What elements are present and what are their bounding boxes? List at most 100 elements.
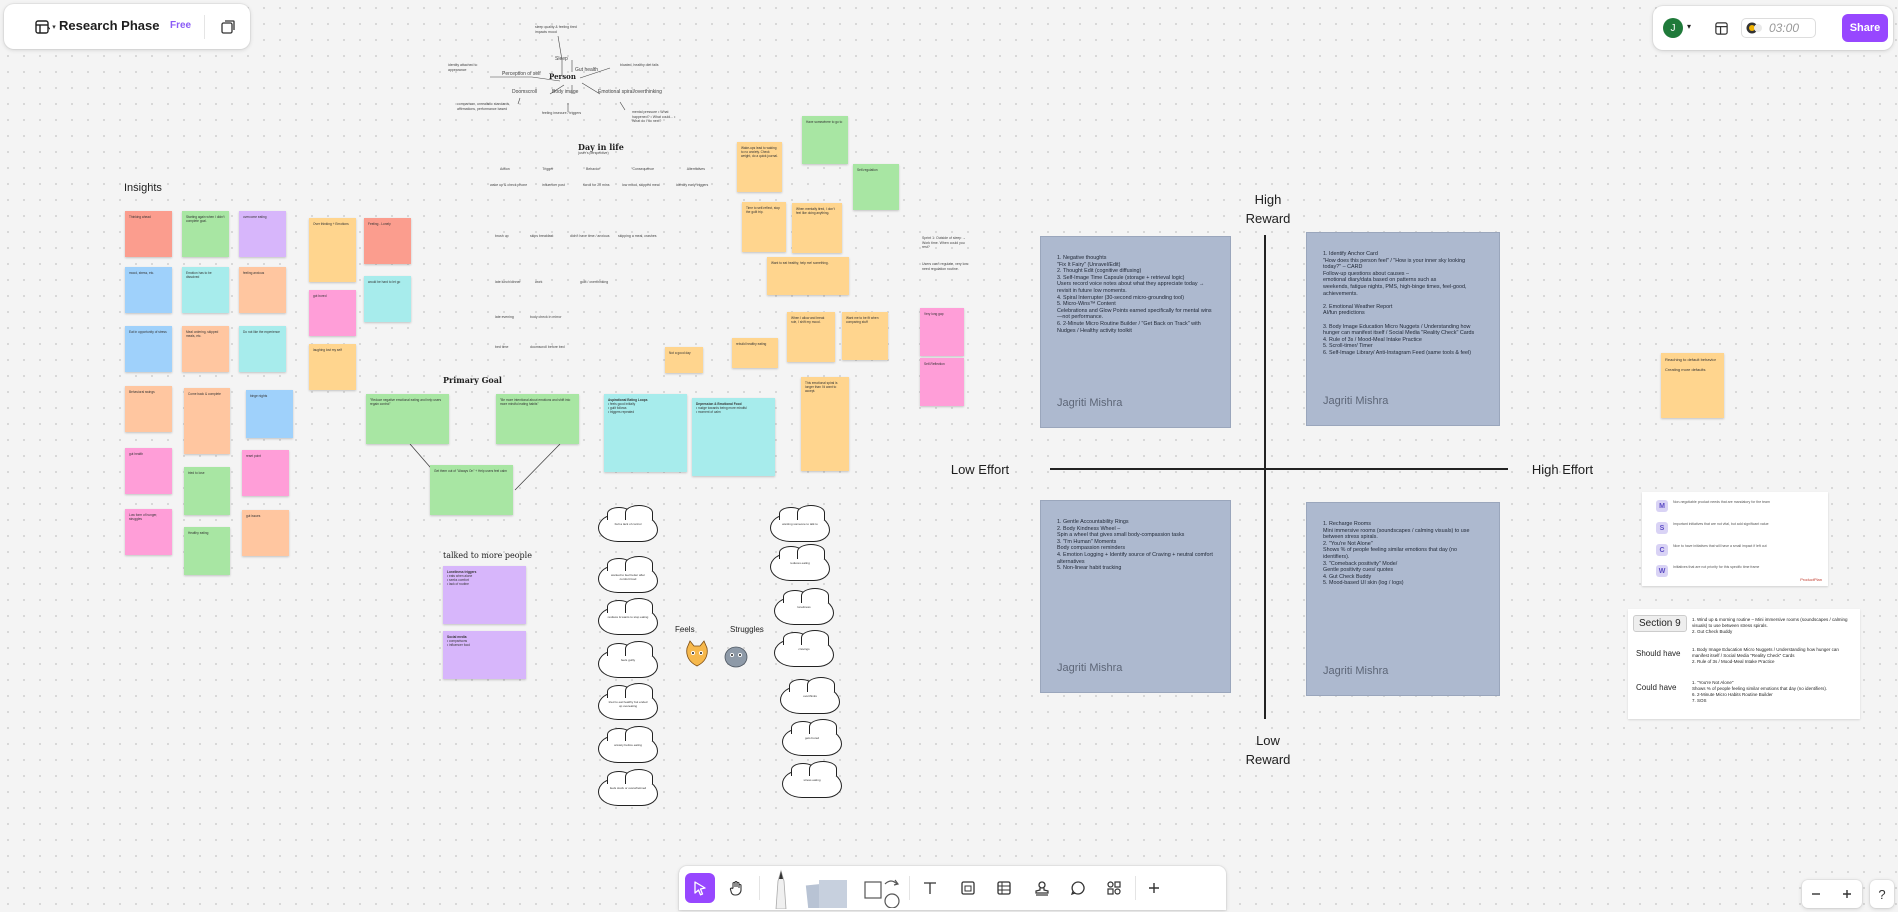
sticky-note[interactable]: Wake-ups lead to waking to no anxiety. C… — [737, 142, 782, 192]
sticky-note[interactable]: tried to lose — [184, 467, 230, 515]
board-title[interactable]: Research Phase — [59, 18, 160, 33]
sticky-note[interactable]: Eat in opportunity of stress — [125, 326, 172, 372]
sticky-note[interactable]: Low form of hunger, struggles — [125, 509, 172, 555]
feeling-cloud[interactable]: anxiety before eating — [598, 726, 658, 763]
sticky-note[interactable]: Emotion has to be dissolved — [182, 267, 229, 313]
struggle-cloud[interactable]: gets bored — [782, 719, 842, 756]
feeling-cloud[interactable]: restless & wants to stop eating — [598, 598, 658, 635]
zoom-in-button[interactable] — [1836, 883, 1858, 905]
sticky-text: Reaching to default behavior Creating mo… — [1665, 357, 1716, 372]
help-button[interactable]: ? — [1870, 880, 1894, 908]
table-tool[interactable] — [991, 875, 1017, 901]
sticky-note[interactable]: Thinking ahead — [125, 211, 172, 257]
share-button[interactable]: Share — [1842, 14, 1888, 42]
struggle-cloud[interactable]: stress eating — [782, 761, 842, 798]
moscow-text: Non-negotiable product needs that are ma… — [1673, 500, 1770, 504]
plus-icon — [1149, 883, 1159, 893]
could-label: Could have — [1636, 683, 1677, 692]
sticky-note[interactable]: Starting again when I didn’t complete go… — [182, 211, 229, 257]
could-items: 1. "You're Not Alone" Shows % of people … — [1692, 680, 1828, 703]
toolbar-divider — [909, 876, 910, 900]
sticky-note[interactable]: gut issues — [242, 510, 289, 556]
sticky-note[interactable]: Social media• comparisons• influencer fo… — [443, 631, 526, 679]
present-button[interactable] — [1711, 18, 1731, 38]
sticky-note[interactable]: Get them out of "Always On" + Help users… — [430, 465, 513, 515]
sticky-note[interactable]: Time to self-reflect, stop the guilt tri… — [742, 202, 786, 252]
feeling-cloud[interactable]: feels stuck or overwhelmed — [598, 769, 658, 806]
zoom-out-button[interactable] — [1805, 883, 1827, 905]
frame-tool[interactable] — [955, 875, 981, 901]
shape-tool[interactable] — [861, 874, 903, 908]
apps-tool[interactable] — [1101, 875, 1127, 901]
sticky-note[interactable]: Want me to be fit when comparing stuff — [842, 312, 888, 360]
quadrant-low-effort-low-reward[interactable]: 1. Gentle Accountability Rings 2. Body K… — [1040, 500, 1231, 693]
avatar[interactable]: J — [1663, 18, 1683, 38]
struggle-cloud[interactable]: cravings — [774, 630, 834, 667]
sticky-note[interactable]: Do not like the experience — [239, 326, 286, 372]
main-menu-button[interactable]: ▾ — [34, 16, 56, 38]
sticky-note[interactable]: mood, stress, etc. — [125, 267, 172, 313]
mindmap-doom-note: comparison, unrealistic standards, affir… — [457, 102, 511, 111]
research-card[interactable]: Aspirational Eating Loops• feels good in… — [604, 394, 687, 472]
quadrant-high-effort-low-reward[interactable]: 1. Recharge Rooms Mini immersive rooms (… — [1306, 502, 1500, 696]
struggle-cloud[interactable]: reduces eating — [770, 544, 830, 581]
struggle-cloud[interactable]: wanting someone to talk to — [770, 505, 830, 542]
section-9-frame[interactable]: Section 9 1. Wind up & morning routine –… — [1628, 609, 1860, 719]
sticky-note[interactable]: Feeling - Lonely — [364, 218, 411, 264]
sticky-note[interactable]: This emotional spiral is longer than I'd… — [801, 377, 849, 471]
sticky-note[interactable]: reset point — [242, 450, 289, 496]
text-tool[interactable] — [917, 875, 943, 901]
hand-tool[interactable] — [721, 873, 751, 903]
sticky-note[interactable]: Over thinking + Emotions — [309, 218, 356, 282]
quadrant-low-effort-high-reward[interactable]: 1. Negative thoughts "Fix It Fairy" (Unr… — [1040, 236, 1231, 428]
sticky-note[interactable]: gut health — [125, 448, 172, 494]
sticky-note[interactable]: Behavioral swings — [125, 386, 172, 432]
pages-button[interactable] — [218, 17, 238, 37]
quadrant-high-effort-high-reward[interactable]: 1. Identify Anchor Card "How does this p… — [1306, 232, 1500, 426]
select-tool[interactable] — [685, 873, 715, 903]
sticky-note[interactable]: "Be more intentional about emotions and … — [496, 394, 579, 444]
feeling-cloud[interactable]: tried to eat healthy but ended up overea… — [598, 683, 658, 720]
sticky-note[interactable]: binge nights — [246, 390, 293, 438]
sticky-note[interactable]: When I allow and break rule, I shift my … — [787, 312, 835, 362]
sticky-note[interactable]: When mentally tired, I don’t feel like d… — [792, 203, 842, 253]
sticky-note[interactable]: Meal ordering, skipped meals, etc. — [182, 326, 229, 372]
sticky-note[interactable]: laughing lost my self — [309, 344, 356, 390]
pen-tool[interactable] — [771, 868, 791, 910]
sticky-note[interactable]: Very long gap — [920, 308, 964, 356]
sticky-note[interactable]: Self-regulation — [853, 164, 899, 210]
mindmap-gut-note: bloated, healthy diet fails — [620, 63, 659, 67]
feeling-cloud[interactable]: wanted to feel better after comfort food — [598, 556, 658, 593]
sticky-note[interactable]: feeling anxious — [239, 267, 286, 313]
plan-badge[interactable]: Free — [170, 20, 192, 31]
cat-sticker-icon — [686, 640, 708, 667]
feeling-cloud[interactable]: Felt a lack of control — [598, 505, 658, 542]
sticky-note[interactable]: Come back & complete — [184, 388, 230, 454]
sticky-note[interactable]: rebuild healthy eating — [732, 338, 778, 368]
sticky-note[interactable]: got bored — [309, 290, 356, 336]
research-card[interactable]: Depression & Emotional Food• nudge towar… — [692, 398, 775, 476]
sticky-note[interactable]: Self-Reflection — [920, 358, 964, 406]
sticky-note[interactable]: overcome eating — [239, 211, 286, 257]
moscow-text: Nice to have initiatives that will have … — [1673, 544, 1767, 548]
mindmap-sleep-note: sleep quality & feeling tired impacts mo… — [535, 25, 577, 34]
more-tools-button[interactable] — [1141, 875, 1167, 901]
chevron-down-icon[interactable]: ▾ — [1687, 22, 1692, 31]
comment-tool[interactable] — [1065, 875, 1091, 901]
struggle-cloud[interactable]: overthinks — [780, 677, 840, 714]
sticky-note[interactable]: "Reduce negative emotional eating and he… — [366, 394, 449, 444]
timer-widget[interactable]: 03:00 — [1741, 18, 1816, 38]
feeling-cloud[interactable]: feels guilty — [598, 641, 658, 678]
sticky-note[interactable]: Not a good day — [665, 347, 703, 373]
sticky-note[interactable]: Reaching to default behavior Creating mo… — [1661, 353, 1724, 418]
quadrant-text: 1. Identify Anchor Card "How does this p… — [1323, 251, 1475, 356]
sticky-note[interactable]: Healthy eating — [184, 527, 230, 575]
sticky-note[interactable]: Want to eat healthy, help me! something. — [767, 257, 849, 295]
sticky-note[interactable]: Loneliness triggers• eats when alone• se… — [443, 566, 526, 624]
sticky-tool[interactable] — [803, 874, 851, 908]
sticky-note[interactable]: Have somewhere to go to — [802, 116, 848, 164]
struggle-cloud[interactable]: loneliness — [774, 588, 834, 625]
stamp-tool[interactable] — [1029, 875, 1055, 901]
sticky-note[interactable]: would be hard to let go — [364, 276, 411, 322]
